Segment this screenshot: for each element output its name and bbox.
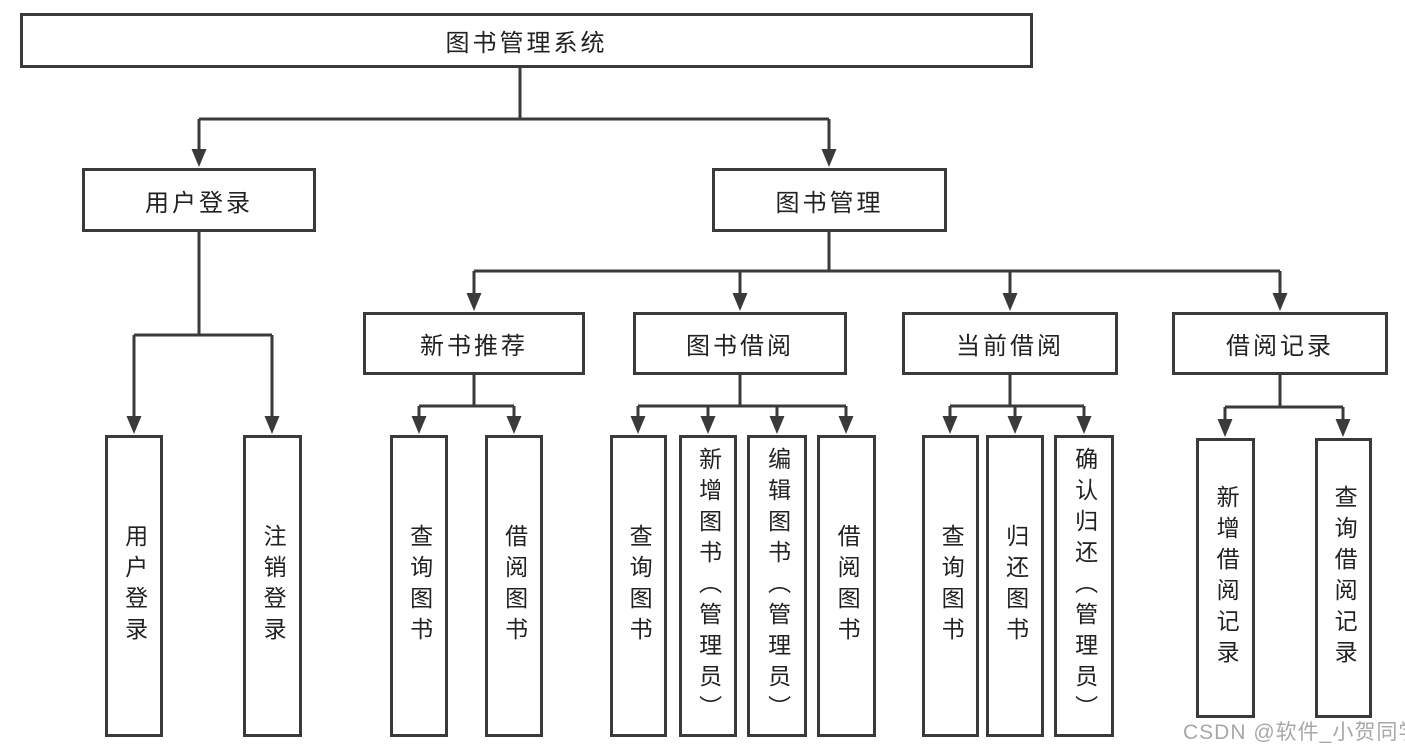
leaf-confirm-return-admin: 确认归还（管理员） (1054, 435, 1114, 737)
leaf-label: 查询借阅记录 (1331, 485, 1358, 671)
node-book-borrowing: 图书借阅 (633, 312, 847, 375)
leaf-label: 归还图书 (1002, 524, 1029, 648)
node-current-borrowing: 当前借阅 (902, 312, 1118, 375)
leaf-query-books-current: 查询图书 (922, 435, 979, 737)
node-book-management: 图书管理 (712, 168, 947, 232)
leaf-query-books-recommendation: 查询图书 (390, 435, 448, 737)
branch-book-borrowing (630, 373, 854, 434)
leaf-query-books-borrowing: 查询图书 (610, 435, 667, 737)
watermark: CSDN @软件_小贺同学 (1183, 721, 1405, 744)
leaf-logout: 注销登录 (243, 435, 302, 737)
leaf-label: 借阅图书 (501, 524, 528, 648)
branch-borrowing-records (1217, 373, 1351, 437)
leaf-label: 查询图书 (626, 524, 653, 648)
leaf-add-borrow-record: 新增借阅记录 (1196, 438, 1255, 718)
branch-current-borrowing (942, 373, 1092, 434)
leaf-query-borrow-record: 查询借阅记录 (1315, 438, 1372, 718)
branch-root (191, 66, 837, 167)
node-user-login: 用户登录 (82, 168, 316, 232)
branch-book-management (466, 230, 1288, 311)
leaf-borrow-books: 借阅图书 (817, 435, 876, 737)
leaf-borrow-books-recommendation: 借阅图书 (485, 435, 543, 737)
leaf-label: 编辑图书（管理员） (764, 446, 791, 726)
leaf-label: 新增借阅记录 (1213, 485, 1240, 671)
branch-user-login (126, 230, 280, 434)
node-new-book-recommendation: 新书推荐 (363, 312, 585, 375)
branch-new-book-recommendation (411, 373, 522, 434)
node-library-management-system: 图书管理系统 (20, 13, 1033, 68)
leaf-edit-books-admin: 编辑图书（管理员） (747, 435, 807, 737)
node-borrowing-records: 借阅记录 (1172, 312, 1388, 375)
leaf-label: 查询图书 (406, 524, 433, 648)
leaf-return-books: 归还图书 (986, 435, 1044, 737)
leaf-label: 查询图书 (938, 524, 965, 648)
leaf-label: 新增图书（管理员） (695, 446, 722, 726)
leaf-label: 用户登录 (121, 524, 148, 648)
leaf-label: 借阅图书 (834, 524, 861, 648)
leaf-label: 注销登录 (260, 524, 287, 648)
leaf-label: 确认归还（管理员） (1071, 446, 1098, 726)
leaf-user-login: 用户登录 (105, 435, 163, 737)
leaf-add-books-admin: 新增图书（管理员） (679, 435, 737, 737)
